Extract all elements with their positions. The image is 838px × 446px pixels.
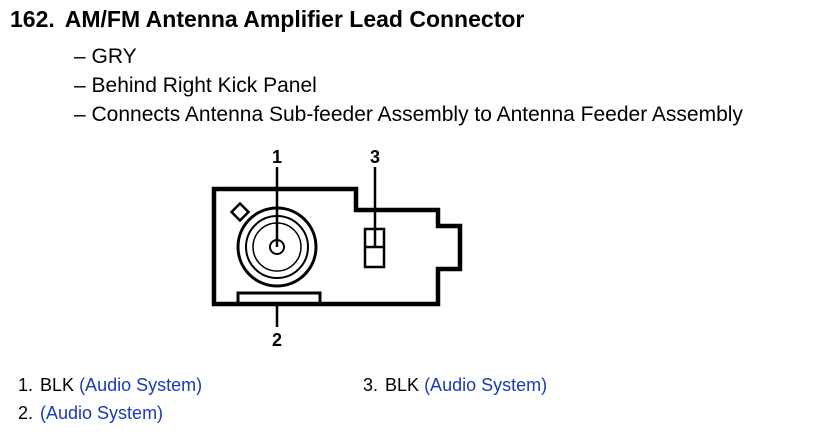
pin-wire-color: BLK [385,375,420,395]
audio-system-link[interactable]: (Audio System) [40,403,164,423]
audio-system-link[interactable]: (Audio System) [424,375,548,395]
title-number: 162. [10,6,55,32]
connector-details: – GRY – Behind Right Kick Panel – Connec… [74,42,743,129]
pin-number: 1. [18,375,34,395]
key-tab [229,201,251,223]
pin-entry-2: 2. (Audio System) [18,403,163,424]
pin-label-3: 3 [370,147,380,167]
pin-number: 3. [363,375,379,395]
pin-entry-3: 3. BLK (Audio System) [363,375,547,396]
detail-connects: – Connects Antenna Sub-feeder Assembly t… [74,103,743,126]
audio-system-link[interactable]: (Audio System) [79,375,203,395]
pin-label-2: 2 [272,330,282,350]
page-title: 162. AM/FM Antenna Amplifier Lead Connect… [10,6,524,33]
pin-number: 2. [18,403,34,423]
pin-label-1: 1 [272,147,282,167]
pin-entry-1: 1. BLK (Audio System) [18,375,202,396]
connector-housing [211,186,463,307]
detail-location: – Behind Right Kick Panel [74,74,317,97]
detail-color: – GRY [74,45,137,68]
title-text: AM/FM Antenna Amplifier Lead Connector [64,6,525,32]
connector-latch [236,291,322,306]
pin-wire-color: BLK [40,375,75,395]
